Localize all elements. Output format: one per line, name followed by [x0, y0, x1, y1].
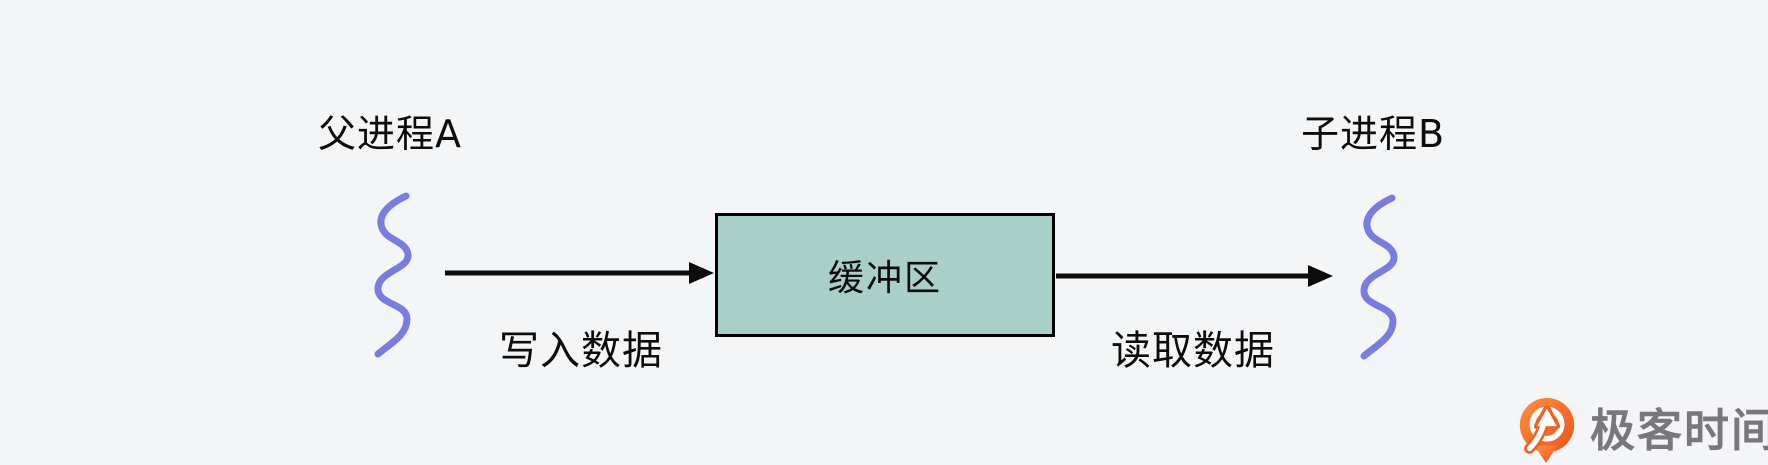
geektime-watermark: 极客时间: [1514, 396, 1768, 464]
parent-process-wavy-line-icon: [374, 192, 412, 358]
child-process-label: 子进程B: [1301, 112, 1446, 156]
write-arrow-right-icon: [445, 262, 714, 284]
child-process-wavy-line-icon: [1360, 194, 1398, 360]
geektime-pin-icon: [1519, 397, 1575, 463]
write-data-label: 写入数据: [499, 328, 663, 374]
parent-process-label: 父进程A: [318, 112, 462, 156]
buffer-label: 缓冲区: [827, 258, 942, 299]
read-arrow-right-icon: [1056, 265, 1333, 287]
buffer-box: 缓冲区: [715, 213, 1055, 337]
read-data-label: 读取数据: [1111, 328, 1275, 374]
geektime-logo-text: 极客时间: [1590, 403, 1768, 457]
